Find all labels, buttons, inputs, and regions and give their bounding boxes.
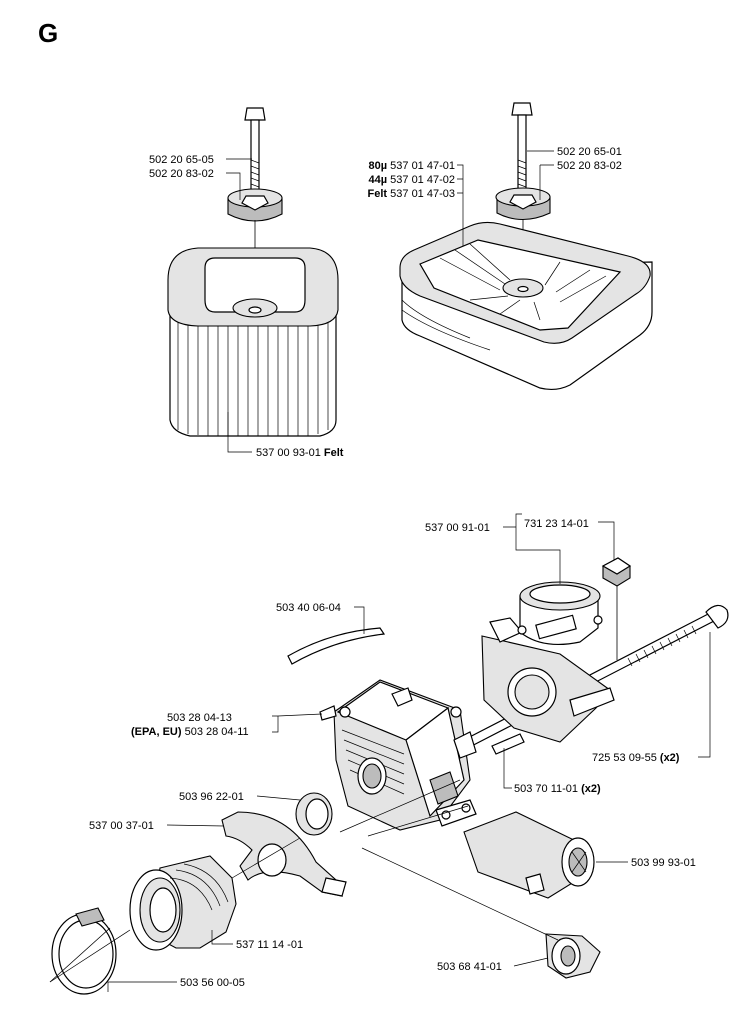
label-left-filter: 537 00 93-01 Felt bbox=[256, 447, 344, 459]
label-intake: 503 99 93-01 bbox=[631, 857, 696, 869]
left-filter-element bbox=[167, 247, 339, 437]
right-filter-element bbox=[399, 221, 653, 391]
intake-boot bbox=[129, 855, 237, 951]
label-filter-felt: Felt 537 01 47-03 bbox=[368, 188, 455, 200]
intake-tube bbox=[463, 811, 595, 899]
hose-clamp bbox=[49, 907, 117, 995]
label-fitting: 503 68 41-01 bbox=[437, 961, 502, 973]
label-filter-44: 44µ 537 01 47-02 bbox=[369, 174, 455, 186]
section-letter: G bbox=[38, 18, 58, 48]
pin bbox=[491, 733, 525, 755]
label-pin: 503 70 11-01 (x2) bbox=[514, 783, 601, 795]
label-filter-80: 80µ 537 01 47-01 bbox=[369, 160, 455, 172]
label-boot: 537 11 14 -01 bbox=[236, 939, 303, 951]
left-bolt bbox=[244, 107, 266, 191]
right-bolt bbox=[511, 102, 533, 190]
label-left-bolt: 502 20 65-05 bbox=[149, 154, 214, 166]
intake-cylinder bbox=[517, 581, 603, 646]
flange-bracket bbox=[481, 617, 615, 743]
intake-clamp bbox=[221, 811, 347, 897]
right-wing-nut bbox=[495, 187, 551, 221]
left-air-filter-assembly: 502 20 65-05 502 20 83-02 537 00 93-01 F… bbox=[149, 107, 344, 459]
small-fitting bbox=[545, 933, 601, 979]
label-nut-731: 731 23 14-01 bbox=[524, 518, 589, 530]
label-bracket: 537 00 91-01 bbox=[425, 522, 490, 534]
right-air-filter-assembly: 502 20 65-01 502 20 83-02 80µ 537 01 47-… bbox=[368, 102, 653, 391]
label-hose-clamp: 503 56 00-05 bbox=[180, 977, 245, 989]
label-carb-epa: (EPA, EU) 503 28 04-11 bbox=[131, 726, 249, 738]
fuel-hose bbox=[287, 627, 386, 665]
label-left-nut: 502 20 83-02 bbox=[149, 168, 214, 180]
gasket-ring bbox=[295, 792, 333, 836]
label-hose: 503 40 06-04 bbox=[276, 602, 341, 614]
label-bolt-725: 725 53 09-55 (x2) bbox=[592, 752, 680, 764]
label-carb: 503 28 04-13 bbox=[167, 712, 232, 724]
label-gasket: 503 96 22-01 bbox=[179, 791, 244, 803]
carburetor-body bbox=[319, 679, 477, 831]
left-wing-nut bbox=[227, 188, 283, 222]
label-clamp: 537 00 37-01 bbox=[89, 820, 154, 832]
carburetor-assembly: 537 00 91-01 731 23 14-01 503 40 06-04 5… bbox=[49, 513, 729, 995]
small-nut bbox=[601, 557, 632, 660]
label-right-nut: 502 20 83-02 bbox=[557, 160, 622, 172]
label-right-bolt: 502 20 65-01 bbox=[557, 146, 622, 158]
